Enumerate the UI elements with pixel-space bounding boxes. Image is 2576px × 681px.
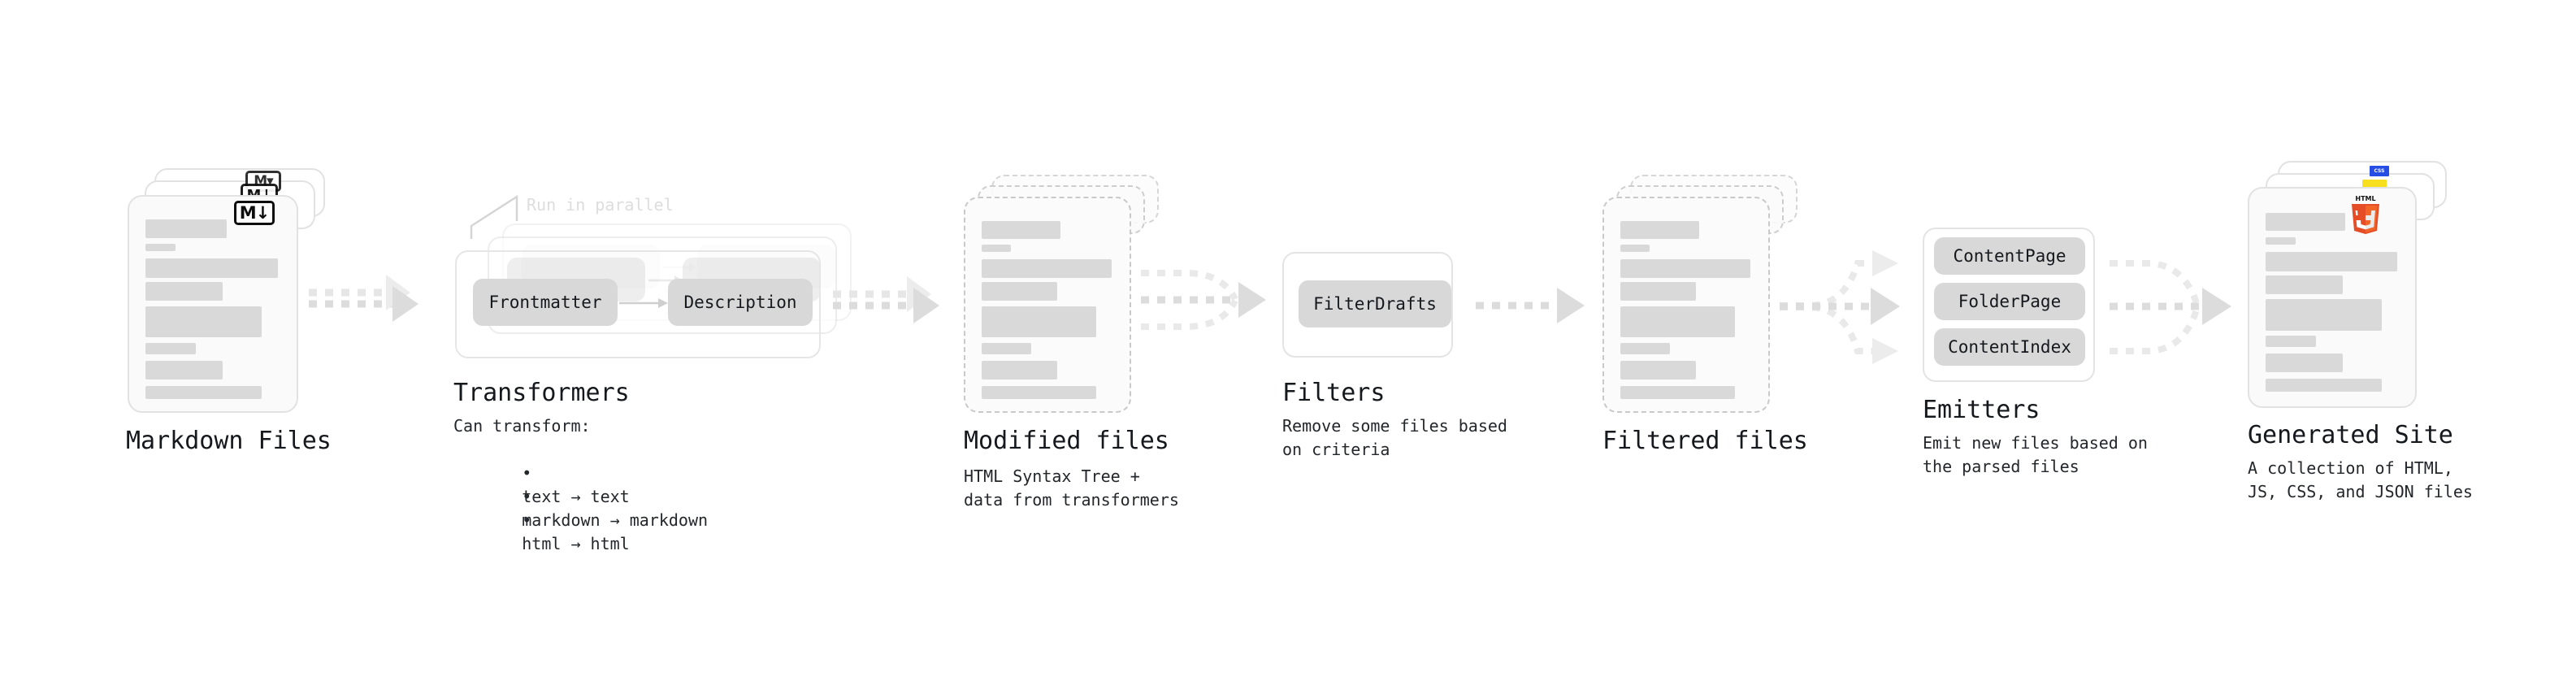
- connector-filtered-to-emitters: [1780, 250, 1900, 364]
- skeleton-line-3: [2266, 299, 2382, 331]
- markdown-badge: M↓: [234, 201, 275, 225]
- emitters-title: Emitters: [1923, 396, 2040, 424]
- skeleton-sub: [145, 244, 176, 251]
- filters-title: Filters: [1282, 379, 1386, 407]
- skeleton-line-5: [145, 361, 223, 380]
- transformers-title: Transformers: [453, 379, 630, 407]
- filters-subtitle: Remove some files based on criteria: [1282, 416, 1507, 459]
- transformer-arrow-front: [619, 298, 668, 308]
- pill-description-label: Description: [683, 293, 797, 312]
- skeleton-line-2: [145, 282, 223, 301]
- skeleton-line-3: [1620, 306, 1735, 337]
- transformers-bullet-1-label: text → text: [522, 487, 630, 506]
- skeleton-line-6: [145, 386, 262, 399]
- skeleton-line-5: [1620, 361, 1696, 380]
- skeleton-line-6: [2266, 379, 2382, 392]
- run-in-parallel-leader: [470, 194, 518, 239]
- modified-files-subtitle: HTML Syntax Tree + data from transformer…: [964, 466, 1179, 510]
- transformers-bullet-2: • markdown → markdown: [463, 462, 708, 556]
- pill-contentpage-label: ContentPage: [1953, 246, 2066, 266]
- pill-contentindex-label: ContentIndex: [1948, 337, 2071, 357]
- skeleton-title: [145, 219, 227, 238]
- filtered-files-title: Filtered files: [1602, 427, 1808, 455]
- skeleton-line-1: [145, 258, 278, 278]
- connector-transformers-to-modified: [833, 276, 939, 323]
- transformers-subtitle: Can transform:: [453, 416, 591, 436]
- site-card-front: [2248, 187, 2417, 408]
- transformers-bullet-3: • html → html: [463, 485, 630, 579]
- pill-frontmatter-label: Frontmatter: [488, 293, 602, 312]
- pill-folderpage-label: FolderPage: [1958, 292, 2062, 311]
- skeleton-line-3: [982, 306, 1096, 337]
- html5-icon: HTML: [2352, 195, 2379, 234]
- modified-files-title: Modified files: [964, 427, 1169, 455]
- skeleton-line-5: [2266, 354, 2343, 372]
- skeleton-sub: [1620, 245, 1650, 252]
- emitters-subtitle: Emit new files based on the parsed files: [1923, 433, 2148, 476]
- connector-modified-to-filters: [1141, 270, 1266, 330]
- transformers-bullet-1: • text → text: [463, 438, 630, 532]
- skeleton-line-1: [2266, 252, 2397, 271]
- bullet-marker-3: •: [522, 510, 532, 530]
- bullet-marker-1: •: [522, 463, 532, 483]
- pill-description[interactable]: Description: [668, 279, 813, 326]
- pill-frontmatter[interactable]: Frontmatter: [473, 279, 618, 326]
- skeleton-title: [982, 221, 1060, 239]
- css-badge-label: CSS: [2374, 168, 2385, 174]
- connector-filters-to-filtered: [1476, 288, 1585, 323]
- css-badge: CSS: [2370, 166, 2389, 176]
- skeleton-line-1: [1620, 259, 1750, 278]
- pill-contentpage[interactable]: ContentPage: [1934, 237, 2085, 275]
- skeleton-title: [2266, 213, 2345, 231]
- pill-contentindex[interactable]: ContentIndex: [1934, 328, 2085, 366]
- skeleton-line-4: [1620, 343, 1670, 354]
- modified-card-front: [964, 197, 1131, 413]
- skeleton-line-6: [1620, 386, 1735, 399]
- pill-folderpage[interactable]: FolderPage: [1934, 283, 2085, 320]
- connector-markdown-to-transformers: [309, 275, 418, 322]
- transformers-panel-front[interactable]: [455, 250, 821, 358]
- skeleton-line-4: [145, 343, 196, 354]
- transformers-bullet-3-label: html → html: [522, 534, 630, 553]
- markdown-files-title: Markdown Files: [126, 427, 332, 455]
- pill-filterdrafts-label: FilterDrafts: [1313, 294, 1437, 314]
- svg-text:HTML: HTML: [2355, 195, 2375, 202]
- connector-emitters-to-site: [2110, 260, 2231, 354]
- skeleton-line-1: [982, 259, 1112, 278]
- pill-filterdrafts[interactable]: FilterDrafts: [1299, 280, 1451, 327]
- skeleton-line-2: [2266, 275, 2343, 294]
- skeleton-line-2: [1620, 282, 1696, 301]
- skeleton-line-4: [2266, 336, 2316, 347]
- skeleton-title: [1620, 221, 1699, 239]
- run-in-parallel-label: Run in parallel: [527, 195, 674, 215]
- skeleton-line-2: [982, 282, 1057, 301]
- transformers-bullet-2-label: markdown → markdown: [522, 510, 709, 530]
- skeleton-line-4: [982, 343, 1031, 354]
- skeleton-line-5: [982, 361, 1057, 380]
- skeleton-sub: [982, 245, 1011, 252]
- skeleton-line-6: [982, 386, 1096, 399]
- markdown-badge-label: M↓: [239, 203, 270, 223]
- bullet-marker-2: •: [522, 487, 532, 506]
- generated-site-title: Generated Site: [2248, 421, 2453, 449]
- generated-site-subtitle: A collection of HTML, JS, CSS, and JSON …: [2248, 458, 2473, 501]
- skeleton-line-3: [145, 306, 262, 337]
- filtered-card-front: [1602, 197, 1770, 413]
- skeleton-sub: [2266, 237, 2296, 245]
- markdown-card-front: [128, 195, 298, 413]
